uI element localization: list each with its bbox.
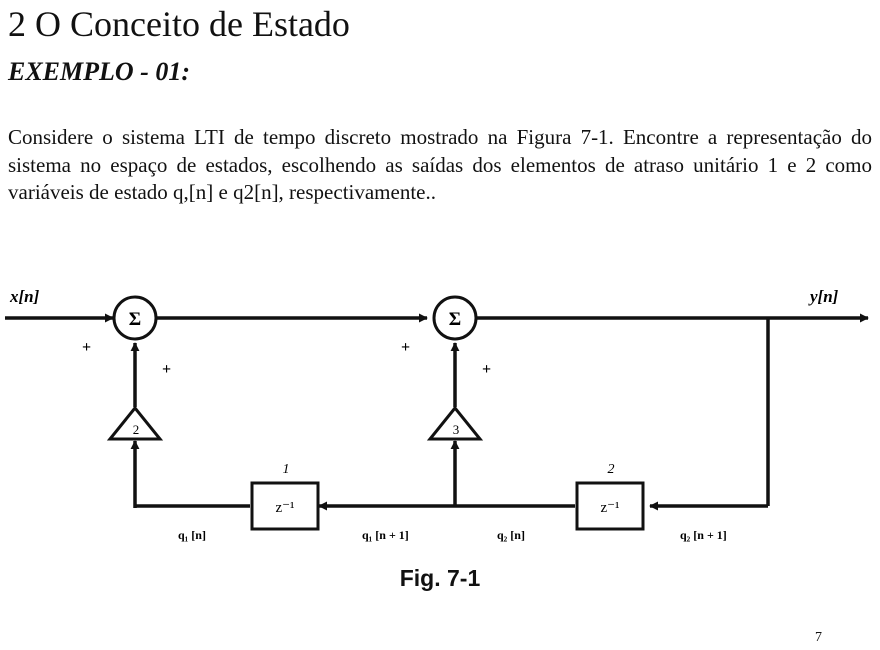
- gain-2-value: 2: [133, 422, 140, 437]
- plus-sign: +: [82, 339, 91, 356]
- delay-1-symbol: z⁻¹: [275, 500, 294, 516]
- delay-block-1: [250, 481, 320, 531]
- page-number: 7: [815, 630, 822, 645]
- gain-2-triangle: [106, 405, 164, 441]
- q1-n-label: q₁ [n]: [178, 528, 206, 542]
- q2-n-plus-1-label: q₂ [n + 1]: [680, 528, 727, 542]
- sum2-symbol: Σ: [449, 309, 461, 330]
- plus-sign: +: [401, 339, 410, 356]
- plus-sign: +: [482, 361, 491, 378]
- sum1-symbol: Σ: [129, 309, 141, 330]
- summing-junction-2: [432, 295, 478, 341]
- plus-sign: +: [162, 361, 171, 378]
- gain-3-value: 3: [453, 422, 460, 437]
- delay-2-symbol: z⁻¹: [600, 500, 619, 516]
- gain-3-triangle: [426, 405, 484, 441]
- problem-statement: Considere o sistema LTI de tempo discret…: [8, 125, 872, 204]
- q2-n-label: q₂ [n]: [497, 528, 525, 542]
- delay-block-2: [575, 481, 645, 531]
- summing-junction-1: [112, 295, 158, 341]
- page-title: 2 O Conceito de Estado: [8, 4, 350, 44]
- input-label: x[n]: [9, 287, 40, 306]
- q1-n-plus-1-label: q₁ [n + 1]: [362, 528, 409, 542]
- figure-caption: Fig. 7-1: [399, 565, 481, 591]
- output-label: y[n]: [808, 287, 839, 306]
- delay-2-number: 2: [608, 462, 615, 477]
- block-diagram: Σ Σ 2 3 z⁻¹ 1 z⁻¹ 2 x[n] y[n] + + + + q₁…: [5, 287, 869, 542]
- example-heading: EXEMPLO - 01:: [8, 57, 190, 86]
- delay-1-number: 1: [283, 462, 290, 477]
